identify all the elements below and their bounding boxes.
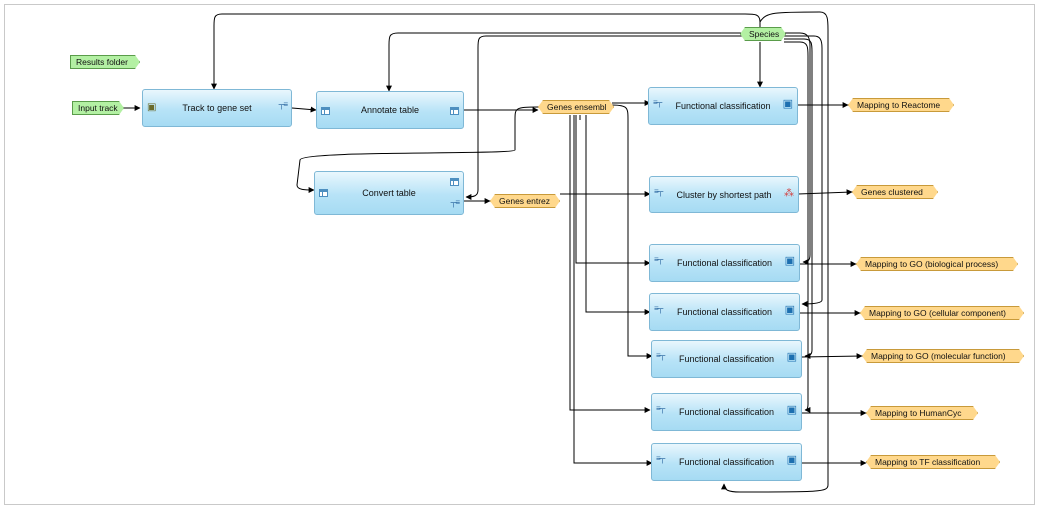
convert-table-node[interactable]: Convert table ┬≡: [314, 171, 464, 215]
wire-out-clustered: [797, 189, 853, 196]
output-go-mf-tag[interactable]: Mapping to GO (molecular function): [862, 349, 1024, 363]
track-to-gene-set-label: Track to gene set: [182, 103, 252, 113]
canvas-border: [4, 4, 1035, 505]
gene-tree-icon: ≡┬: [656, 404, 665, 413]
computer-user-icon: ▣: [786, 454, 797, 466]
computer-user-icon: ▣: [786, 404, 797, 416]
output-humancyc-tag[interactable]: Mapping to HumanCyc: [866, 406, 978, 420]
wire-species-humancyc: [784, 41, 811, 413]
convert-table-label: Convert table: [362, 188, 416, 198]
output-tf-tag[interactable]: Mapping to TF classification: [866, 455, 1000, 469]
gene-tree-icon: ┬≡: [450, 198, 460, 207]
output-go-cc-tag[interactable]: Mapping to GO (cellular component): [860, 306, 1024, 320]
fc-go-cc-label: Functional classification: [676, 307, 773, 317]
computer-user-icon: ▣: [782, 98, 793, 110]
wire-out-mf: [801, 353, 863, 360]
output-go-bp-tag[interactable]: Mapping to GO (biological process): [856, 257, 1018, 271]
computer-user-icon: ▣: [784, 304, 795, 316]
output-tf-label: Mapping to TF classification: [875, 457, 981, 467]
fc-go-mf-node[interactable]: ≡┬ Functional classification ▣: [651, 340, 802, 378]
genes-ensembl-tag[interactable]: Genes ensembl: [538, 100, 614, 114]
computer-user-icon: ▣: [786, 351, 797, 363]
output-reactome-label: Mapping to Reactome: [857, 100, 941, 110]
output-humancyc-label: Mapping to HumanCyc: [875, 408, 962, 418]
brick-icon: ▣: [147, 102, 157, 113]
wire-ensembl-cc2: [585, 115, 651, 315]
fc-tf-node[interactable]: ≡┬ Functional classification ▣: [651, 443, 802, 481]
wire-species-cc: [784, 35, 823, 307]
fc-go-cc-node[interactable]: ≡┬ Functional classification ▣: [649, 293, 800, 331]
annotate-table-label: Annotate table: [360, 105, 420, 115]
fc-reactome-node[interactable]: ≡┬ Functional classification ▣: [648, 87, 798, 125]
wire-species-convert: [465, 35, 742, 200]
wire-species-tf: [721, 11, 829, 493]
track-to-gene-set-node[interactable]: ▣ Track to gene set ┬≡: [142, 89, 292, 127]
results-folder-tag[interactable]: Results folder: [70, 55, 140, 69]
table-port-icon[interactable]: [450, 107, 459, 115]
input-track-tag[interactable]: Input track: [72, 101, 124, 115]
output-go-bp-label: Mapping to GO (biological process): [865, 259, 999, 269]
gene-tree-icon: ┬≡: [278, 100, 288, 109]
cluster-label: Cluster by shortest path: [676, 189, 772, 200]
wire-ensembl-mf: [611, 104, 653, 359]
cluster-graph-icon: ⁂: [784, 188, 794, 199]
output-reactome-tag[interactable]: Mapping to Reactome: [848, 98, 954, 112]
annotate-table-node[interactable]: Annotate table: [316, 91, 464, 129]
fc-go-bp-node[interactable]: ≡┬ Functional classification ▣: [649, 244, 800, 282]
gene-tree-icon: ≡┬: [653, 98, 662, 107]
fc-go-mf-label: Functional classification: [678, 354, 775, 364]
wire-gene-set-annotate: [291, 106, 317, 113]
fc-tf-label: Functional classification: [678, 457, 775, 467]
output-clustered-label: Genes clustered: [861, 187, 923, 197]
fc-go-bp-label: Functional classification: [676, 258, 773, 268]
genes-entrez-tag[interactable]: Genes entrez: [490, 194, 560, 208]
table-port-icon[interactable]: [319, 189, 328, 197]
output-go-cc-label: Mapping to GO (cellular component): [869, 308, 1007, 318]
gene-tree-icon: ≡┬: [656, 454, 665, 463]
gene-tree-icon: ≡┬: [654, 255, 663, 264]
gene-tree-icon: ≡┬: [654, 304, 663, 313]
input-track-label: Input track: [78, 103, 118, 113]
output-go-mf-label: Mapping to GO (molecular function): [871, 351, 1006, 361]
gene-tree-icon: ≡┬: [654, 187, 663, 196]
computer-user-icon: ▣: [784, 255, 795, 267]
fc-humancyc-node[interactable]: ≡┬ Functional classification ▣: [651, 393, 802, 431]
species-label: Species: [749, 29, 780, 39]
fc-reactome-label: Functional classification: [675, 101, 771, 111]
wire-ensembl-convert: [296, 106, 539, 193]
fc-humancyc-label: Functional classification: [678, 407, 775, 417]
genes-entrez-label: Genes entrez: [499, 196, 551, 206]
wire-ensembl-cc: [569, 115, 651, 413]
wire-ensembl-tf: [573, 115, 653, 466]
wire-species-bp: [784, 32, 811, 265]
table-port-icon[interactable]: [450, 178, 459, 186]
species-parameter-tag[interactable]: Species: [740, 27, 786, 41]
wire-species-annotate: [386, 32, 742, 92]
gene-tree-icon: ≡┬: [656, 351, 665, 360]
genes-ensembl-label: Genes ensembl: [547, 102, 607, 112]
results-folder-label: Results folder: [76, 57, 128, 67]
wire-species-track: [211, 13, 761, 90]
table-port-icon[interactable]: [321, 107, 330, 115]
cluster-shortest-path-node[interactable]: ≡┬ Cluster by shortest path ⁂: [649, 176, 799, 213]
output-clustered-tag[interactable]: Genes clustered: [852, 185, 938, 199]
wire-ensembl-bp: [575, 115, 651, 266]
